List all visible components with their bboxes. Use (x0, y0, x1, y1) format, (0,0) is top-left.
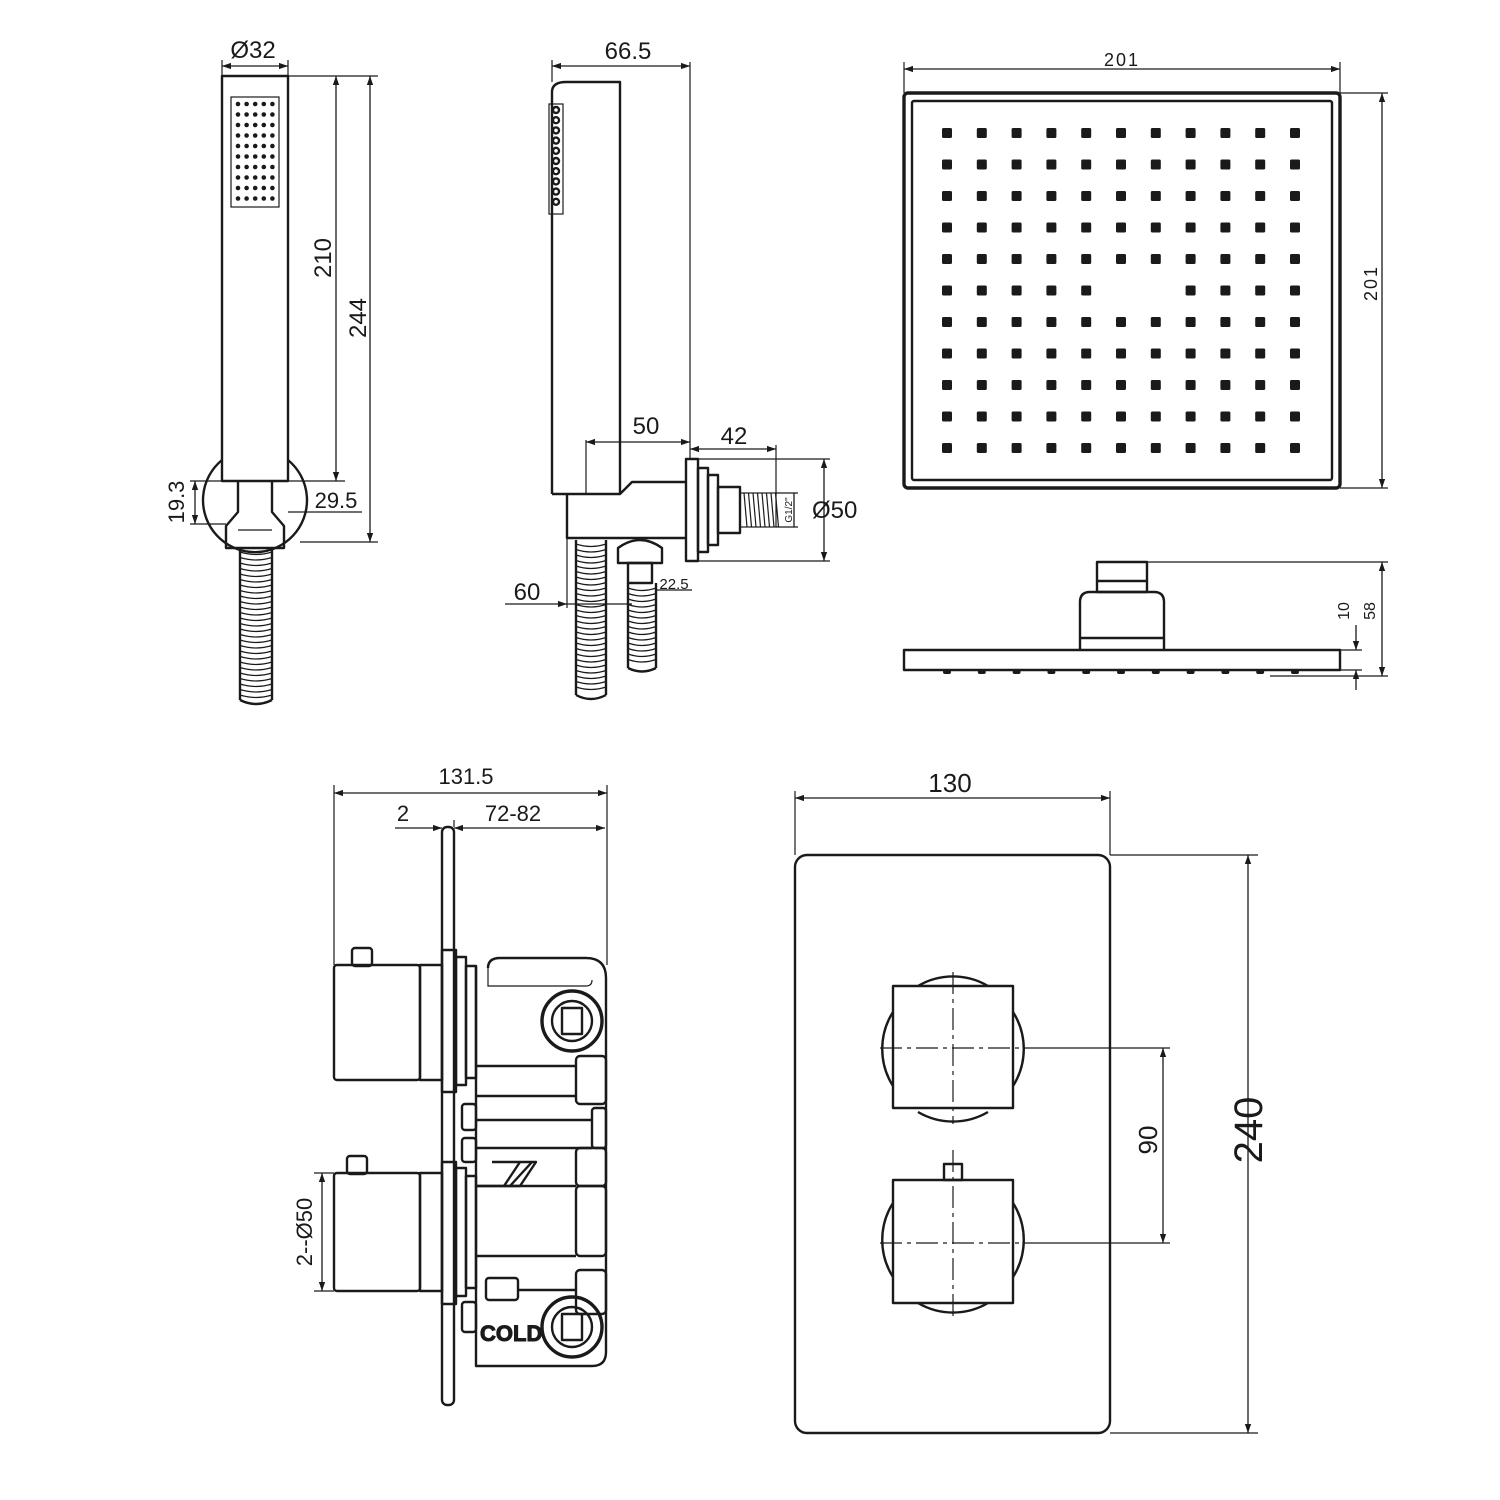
valve-side-view: COLD (332, 825, 608, 1407)
cold-label: COLD (480, 1321, 542, 1346)
hand-shower-front-view (201, 74, 309, 706)
shower-head-side-nozzles (943, 670, 1299, 674)
hand-shower-dimensions: Ø32 210 244 19.3 29.5 (164, 37, 378, 543)
shower-head-height-58-label: 58 (1362, 602, 1379, 620)
hand-shower-spray-nozzles (235, 101, 275, 201)
bracket-19-3-label: 19.3 (164, 481, 189, 524)
hand-shower-height-244-label: 244 (345, 298, 372, 338)
connector-hose-ribs (627, 587, 657, 663)
bracket-29-5-label: 29.5 (315, 488, 358, 513)
shower-head-dimensions: 201 201 58 10 (903, 50, 1388, 690)
shower-head-nozzle-grid (942, 128, 1300, 453)
hand-shower-height-210-label: 210 (310, 238, 337, 278)
valve-height-label: 240 (1227, 1097, 1271, 1164)
side-spray-nozzles (551, 105, 561, 207)
elbow-offset-60-label: 60 (514, 579, 541, 606)
elbow-depth-42-label: 42 (721, 423, 748, 450)
thread-size-label: G1/2" (784, 497, 795, 523)
hand-shower-hose-ribs (239, 551, 273, 699)
elbow-width-66-5-label: 66.5 (605, 38, 652, 65)
valve-front-view (793, 853, 1112, 1435)
plate-thickness-label: 2 (397, 801, 409, 826)
valve-front-dimensions: 130 240 90 (794, 768, 1271, 1434)
elbow-depth-50-label: 50 (633, 413, 660, 440)
shower-head-width-label: 201 (1104, 50, 1140, 70)
outlet-elbow-side-view (548, 80, 780, 701)
shower-head-thickness-10-label: 10 (1336, 602, 1353, 620)
thread-lines (743, 492, 780, 528)
hand-shower-diameter-label: Ø32 (230, 37, 275, 64)
shower-head-top-view (902, 91, 1342, 490)
handle-diameter-label: 2--Ø50 (292, 1198, 317, 1266)
outlet-elbow-dimensions: 66.5 50 42 Ø50 G1/2" 60 22.5 (505, 38, 857, 608)
elbow-diameter-50-label: Ø50 (812, 497, 857, 524)
side-hose-ribs (575, 543, 607, 691)
shower-head-side-view (902, 560, 1342, 674)
wall-range-label: 72-82 (485, 801, 541, 826)
valve-side-dimensions: 131.5 2 72-82 2--Ø50 (292, 764, 608, 1292)
handle-centers-label: 90 (1133, 1126, 1163, 1155)
valve-total-depth-label: 131.5 (438, 764, 493, 789)
shower-head-depth-label: 201 (1361, 265, 1381, 301)
valve-width-label: 130 (928, 768, 971, 798)
nut-22-5-label: 22.5 (659, 576, 688, 593)
